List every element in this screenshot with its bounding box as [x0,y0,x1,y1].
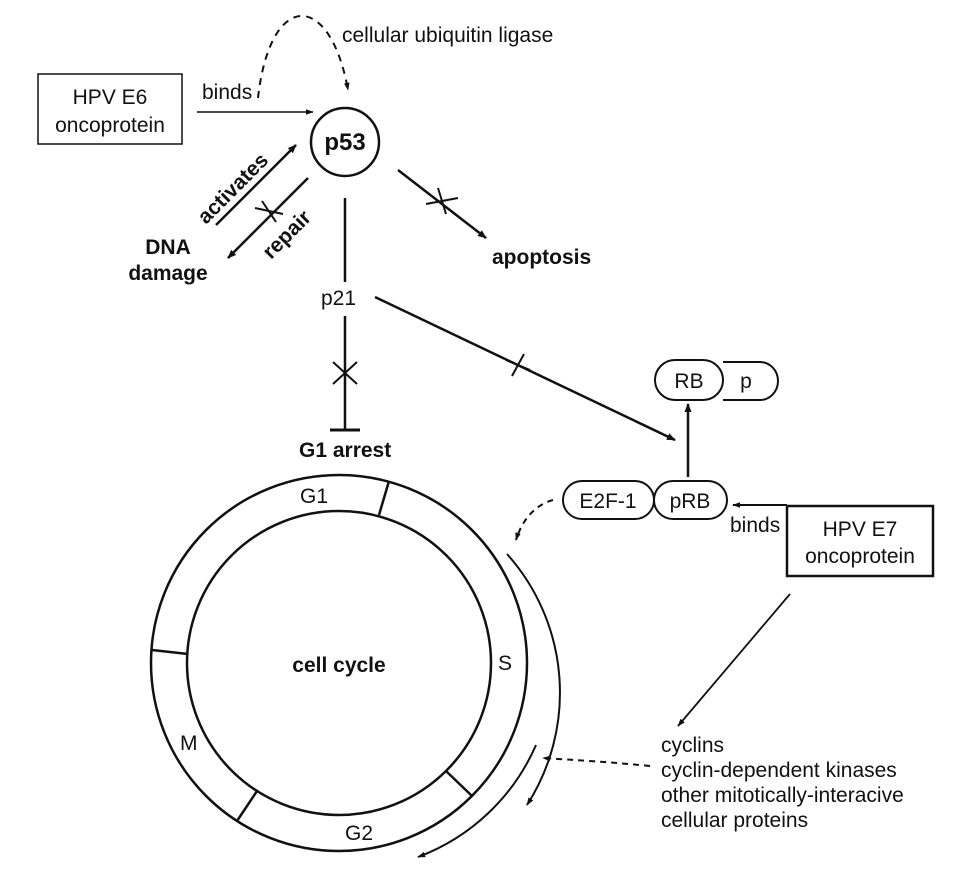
cell-cycle-label: cell cycle [292,654,385,677]
dna-damage-label-line1: DNA [145,236,191,259]
s-phase-progress-arrow [506,553,561,806]
p53-label: p53 [324,129,365,156]
p-phosphate-pill [723,361,779,401]
apoptosis-block-x-cross-icon [425,187,459,215]
p21-label: p21 [321,287,356,310]
e2f1-s-phase-dashed-arrow [515,499,554,541]
e7-targets-arrow [677,593,791,727]
hpv-e7-box [785,504,935,578]
hpv-e6-label-line2: oncoprotein [55,114,165,137]
divider-m-g1 [151,648,189,656]
e2f1-label: E2F-1 [579,490,636,513]
divider-s-g2 [445,770,473,797]
target-cyclins: cyclins [661,734,724,757]
rb-label: RB [674,370,703,393]
p-label: p [740,370,752,393]
prb-label: pRB [670,490,711,513]
g2-progress-arrow [417,744,537,858]
targets-cycle-dashed-arrow [542,755,651,767]
rb-pill [654,359,724,401]
hpv-e7-label-line1: HPV E7 [823,518,898,541]
repair-arrow [227,177,309,259]
prb-pill [653,480,728,520]
repair-block-x-cross-icon [254,200,284,223]
repair-label: repair [258,206,316,264]
hpv-e7-label-line2: oncoprotein [805,545,915,568]
target-cellular-proteins: cellular proteins [661,809,808,832]
ubiquitin-ligase-dashed-arrow [257,15,350,99]
g1-arrest-block-x-cross-icon [332,361,358,385]
divider-g1-s [377,480,391,516]
apoptosis-label: apoptosis [492,246,591,269]
ubiquitin-ligase-label: cellular ubiquitin ligase [342,24,553,47]
binds-label-e6: binds [202,81,252,104]
g1-arrest-label: G1 arrest [299,439,391,462]
phase-g2-label: G2 [345,822,373,845]
binds-label-e7: binds [730,514,780,537]
divider-g2-m [235,790,259,822]
target-mitotic-proteins: other mitotically-interacive [661,784,904,807]
p53-node [309,106,381,178]
phase-m-label: M [180,732,198,755]
hpv-e6-label-line1: HPV E6 [73,86,148,109]
cell-cycle-inner-ring [185,509,493,817]
activates-arrow [215,144,297,226]
phase-s-label: S [498,652,512,675]
cell-cycle-outer-ring [149,473,529,853]
dna-damage-label-line2: damage [128,262,207,285]
phase-g1-label: G1 [300,485,328,508]
activates-label: activates [193,149,273,229]
hpv-e6-box [37,73,183,145]
target-cdks: cyclin-dependent kinases [661,759,897,782]
p21-prb-block-x-cross-icon [505,353,531,377]
